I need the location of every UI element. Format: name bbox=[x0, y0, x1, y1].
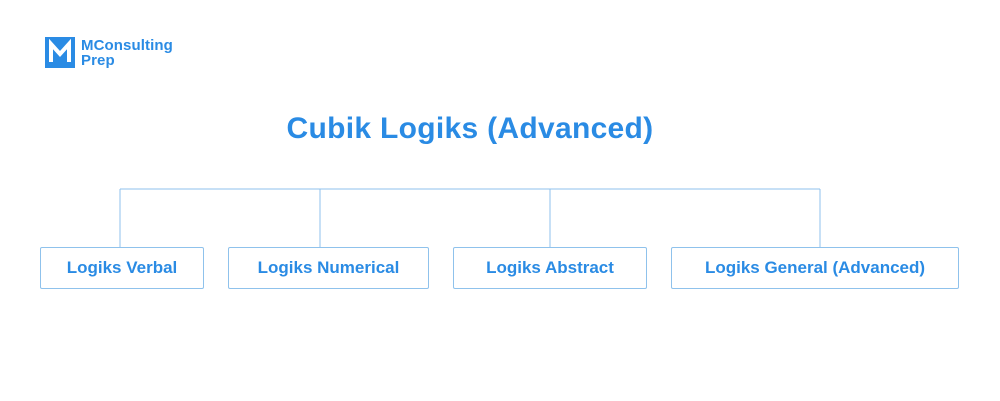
node-logiks-abstract: Logiks Abstract bbox=[453, 247, 647, 289]
brand-name-line2: Prep bbox=[81, 51, 115, 69]
node-logiks-general-advanced: Logiks General (Advanced) bbox=[671, 247, 959, 289]
brand-name: MConsulting Prep bbox=[81, 38, 173, 68]
brand-logo: MConsulting Prep bbox=[45, 37, 173, 68]
node-logiks-numerical: Logiks Numerical bbox=[228, 247, 429, 289]
brand-name-line1: MConsulting bbox=[81, 36, 173, 54]
diagram-root-title: Cubik Logiks (Advanced) bbox=[286, 112, 654, 145]
logo-m-icon bbox=[45, 37, 75, 68]
node-logiks-verbal: Logiks Verbal bbox=[40, 247, 204, 289]
